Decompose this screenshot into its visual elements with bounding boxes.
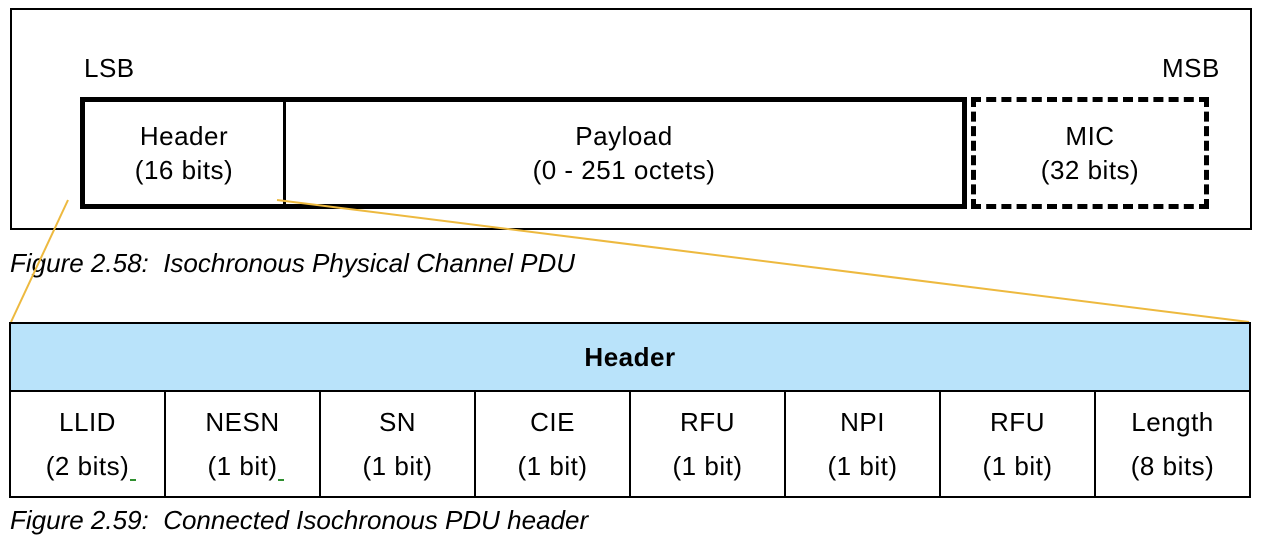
field-name: RFU [680, 407, 735, 437]
pdu-field-size: (16 bits) [134, 155, 234, 185]
figure-2-59-caption: Figure 2.59: Connected Isochronous PDU h… [10, 505, 589, 535]
field-name: SN [378, 407, 417, 437]
field-cell-llid: LLID (2 bits) [11, 392, 164, 496]
field-size: (1 bit) [517, 451, 588, 481]
pdu-field-name: Header [139, 121, 229, 151]
grammar-mark [278, 479, 285, 481]
pdu-field-mic: MIC (32 bits) [971, 97, 1209, 209]
field-name: NESN [205, 407, 280, 437]
field-name: LLID [59, 407, 116, 437]
field-name: NPI [840, 407, 885, 437]
field-cell-npi: NPI (1 bit) [784, 392, 939, 496]
field-size: (8 bits) [1130, 451, 1215, 481]
field-cell-length: Length (8 bits) [1094, 392, 1249, 496]
field-cell-sn: SN (1 bit) [319, 392, 474, 496]
header-table: Header LLID (2 bits) NESN (1 bit) SN (1 … [9, 322, 1251, 498]
pdu-field-size: (0 - 251 octets) [532, 155, 716, 185]
pdu-field-name: MIC [1065, 121, 1115, 151]
field-size: (1 bit) [672, 451, 743, 481]
pdu-field-name: Payload [575, 121, 673, 151]
field-size: (1 bit) [827, 451, 898, 481]
field-size: (1 bit) [362, 451, 433, 481]
field-cell-rfu-1: RFU (1 bit) [629, 392, 784, 496]
field-name: RFU [990, 407, 1045, 437]
pdu-diagram-frame: LSB MSB Header (16 bits) Payload (0 - 25… [10, 8, 1252, 230]
header-table-field-row: LLID (2 bits) NESN (1 bit) SN (1 bit) CI… [11, 392, 1249, 496]
header-table-title-row: Header [11, 324, 1249, 392]
field-cell-nesn: NESN (1 bit) [164, 392, 319, 496]
pdu-field-size: (32 bits) [1040, 155, 1140, 185]
lsb-label: LSB [84, 53, 135, 83]
field-cell-rfu-2: RFU (1 bit) [939, 392, 1094, 496]
field-name: CIE [530, 407, 575, 437]
pdu-field-header: Header (16 bits) [80, 97, 286, 209]
field-name: Length [1131, 407, 1214, 437]
msb-label: MSB [1162, 53, 1220, 83]
figure-2-58-caption: Figure 2.58: Isochronous Physical Channe… [10, 248, 576, 278]
field-cell-cie: CIE (1 bit) [474, 392, 629, 496]
grammar-mark [130, 479, 137, 481]
field-size: (1 bit) [982, 451, 1053, 481]
pdu-field-payload: Payload (0 - 251 octets) [286, 97, 967, 209]
field-size: (1 bit) [208, 444, 285, 488]
header-table-title: Header [584, 341, 676, 372]
field-size: (2 bits) [46, 444, 137, 488]
